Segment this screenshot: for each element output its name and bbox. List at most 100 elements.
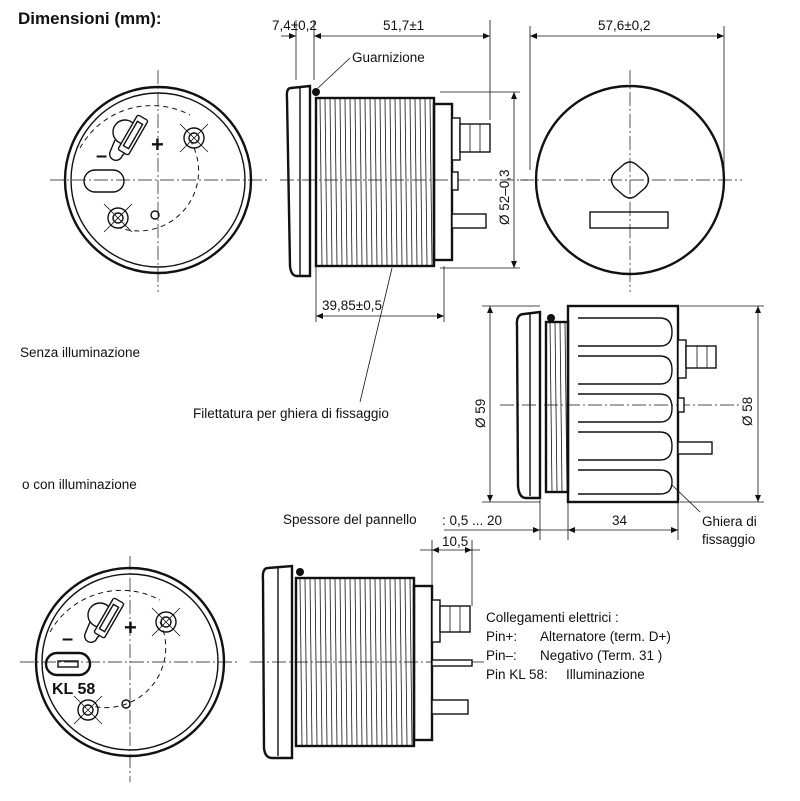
side-view-with-ring [500, 304, 740, 504]
dim-ring-length: 34 [612, 513, 628, 528]
thread-line [344, 98, 348, 266]
rear-view-no-lighting: – + [50, 70, 268, 292]
thread-line [409, 98, 413, 266]
thread-line [329, 578, 333, 746]
dim-panel-range: : 0,5 ... 20 [442, 513, 502, 528]
label-gasket: Guarnizione [352, 50, 425, 65]
thread-line [339, 98, 343, 266]
thread-line [404, 98, 408, 266]
dim-thread-diameter: Ø 52–0,3 [440, 91, 520, 269]
dim-ring-inner-text: Ø 58 [740, 397, 755, 426]
terminal-right [179, 123, 209, 153]
thread-lines [299, 578, 413, 746]
thread-line [379, 98, 383, 266]
terminal-minus [73, 695, 103, 725]
thread-line [354, 578, 358, 746]
thread-line [339, 578, 343, 746]
label-ring-line1: Ghiera di [702, 514, 757, 529]
connection-desc: Alternatore (term. D+) [540, 629, 671, 644]
thread-line [314, 578, 318, 746]
dim-thread-diameter-text: Ø 52–0,3 [497, 169, 512, 225]
thread-line [329, 98, 333, 266]
thread-line [364, 98, 368, 266]
connection-desc: Negativo (Term. 31 ) [540, 648, 662, 663]
connections-block: Collegamenti elettrici : Pin+: Alternato… [486, 610, 671, 682]
thread-line [404, 578, 408, 746]
dim-flange-thickness: 7,4±0,2 [272, 18, 317, 33]
dim-front-diameter: 57,6±0,2 [529, 18, 725, 170]
side-view [280, 84, 528, 278]
kl58-marking: KL 58 [52, 681, 95, 698]
connection-pin: Pin+: [486, 629, 517, 644]
thread-line [564, 322, 568, 492]
label-ring-line2: fissaggio [702, 532, 755, 547]
dim-front-diameter-text: 57,6±0,2 [598, 18, 650, 33]
connections-heading: Collegamenti elettrici : [486, 610, 619, 625]
rear-view-with-lighting: – + KL 58 [20, 556, 240, 782]
thread-line [394, 578, 398, 746]
thread-line [559, 322, 563, 492]
thread-line [334, 578, 338, 746]
thread-line [414, 98, 418, 266]
thread-line [354, 98, 358, 266]
drawing-title: Dimensioni (mm): [18, 9, 162, 28]
thread-line [324, 98, 328, 266]
thread-line [389, 578, 393, 746]
thread-line [374, 578, 378, 746]
thread-line [309, 578, 313, 746]
terminal-plus-keyhole [108, 114, 149, 162]
minus-sign: – [96, 145, 107, 167]
thread-line [344, 578, 348, 746]
thread-line [399, 98, 403, 266]
thread-line [409, 578, 413, 746]
thread-line [379, 578, 383, 746]
connection-pin: Pin–: [486, 648, 517, 663]
gasket [312, 88, 320, 96]
thread-line [549, 322, 553, 492]
connection-desc: Illuminazione [566, 667, 645, 682]
thread-line [424, 98, 428, 266]
thread-line [364, 578, 368, 746]
plus-sign: + [151, 132, 164, 157]
thread-line [384, 98, 388, 266]
thread-line [369, 98, 373, 266]
dim-thread-length-text: 39,85±0,5 [322, 298, 382, 313]
thread-lines [319, 98, 433, 266]
thread-line [389, 98, 393, 266]
terminal-minus [103, 203, 133, 233]
dim-ring-outer: Ø 59 [473, 305, 540, 503]
thread-line [369, 578, 373, 746]
thread-line [299, 578, 303, 746]
label-panel-thickness: Spessore del pannello [283, 512, 417, 527]
terminal-plus-keyhole [83, 597, 125, 644]
dim-panel-and-ring: : 0,5 ... 20 34 [442, 500, 679, 540]
thread-line [399, 578, 403, 746]
thread-line [554, 322, 558, 492]
terminal-right [151, 607, 181, 637]
side-view-with-lighting [250, 564, 486, 760]
dim-top-lengths: 7,4±0,2 51,7±1 [272, 18, 491, 120]
thread-line [334, 98, 338, 266]
indicator-window [589, 211, 669, 229]
dim-thread-length: 39,85±0,5 [315, 266, 445, 322]
dim-ring-outer-text: Ø 59 [473, 399, 488, 428]
dim-terminal-offset: 10,5 [420, 534, 480, 606]
connection-pin: Pin KL 58: [486, 667, 548, 682]
thread-line [319, 578, 323, 746]
thread-line [349, 98, 353, 266]
dim-ring-inner: Ø 58 [680, 305, 764, 503]
thread-line [419, 98, 423, 266]
thread-line [394, 98, 398, 266]
thread-line [349, 578, 353, 746]
center-cross-knob [610, 161, 650, 199]
plus-sign: + [124, 615, 137, 640]
thread-line [384, 578, 388, 746]
thread-line [324, 578, 328, 746]
front-view [520, 70, 742, 292]
thread-line [304, 578, 308, 746]
thread-line [319, 98, 323, 266]
thread-line [429, 98, 433, 266]
dim-terminal-offset-text: 10,5 [442, 534, 468, 549]
small-hole [121, 699, 131, 709]
